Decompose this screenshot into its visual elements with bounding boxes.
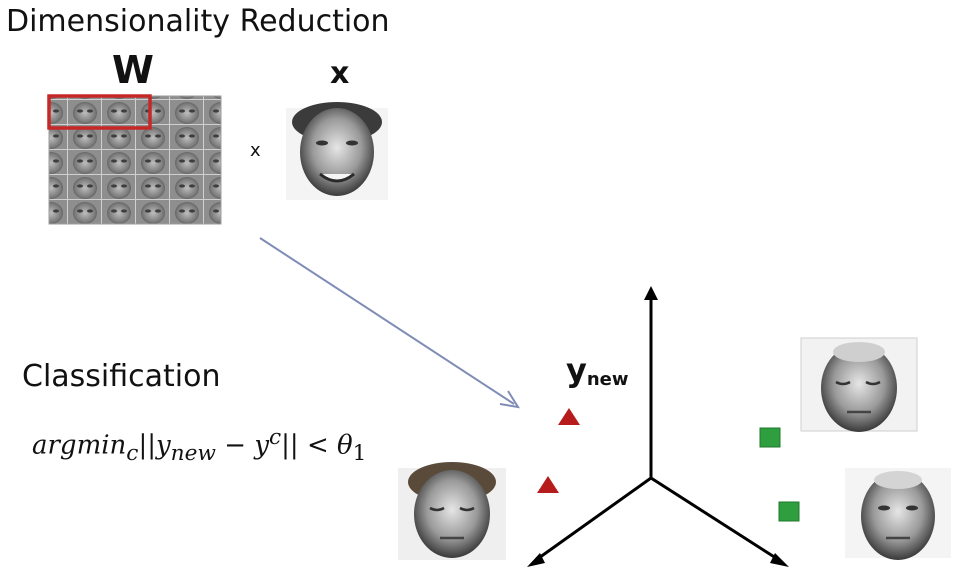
formula-norm-open: || — [138, 430, 156, 461]
highlight-box — [47, 94, 152, 130]
eigenfaces-grid-image — [47, 94, 222, 225]
title-classification: Classification — [22, 359, 221, 394]
formula-lt: < — [298, 430, 338, 461]
formula-yc: y — [254, 430, 270, 461]
formula-argmin-sub: c — [126, 440, 139, 466]
axis-left-arrowhead — [527, 553, 545, 567]
class-b-marker — [759, 427, 781, 448]
axis-vertical-arrowhead — [644, 286, 658, 300]
multiply-symbol: x — [250, 140, 261, 161]
formula-yc-sup: c — [269, 425, 282, 450]
formula-y: y — [155, 430, 171, 461]
y-new-main: y — [566, 351, 587, 389]
formula-theta: θ — [337, 430, 353, 461]
vector-x-label: x — [330, 56, 350, 91]
formula-norm-close: || — [281, 430, 299, 461]
class-b-face-image-top — [800, 337, 918, 432]
feature-space-axes — [527, 286, 789, 567]
classification-formula: argminc||ynew − yc|| < θ1 — [32, 418, 366, 474]
y-new-label: ynew — [566, 350, 629, 400]
class-a-marker — [558, 408, 580, 425]
axis-left — [535, 476, 652, 562]
class-b-face-image-bottom — [845, 468, 951, 560]
projected-face-image — [398, 462, 506, 560]
title-dimensionality-reduction: Dimensionality Reduction — [6, 4, 390, 39]
axis-right-arrowhead — [770, 553, 789, 567]
formula-argmin: argmin — [32, 430, 127, 461]
y-new-sub: new — [586, 369, 629, 390]
matrix-w-label: W — [112, 48, 154, 92]
input-face-image — [286, 102, 388, 200]
formula-theta-sub: 1 — [352, 440, 367, 466]
formula-minus: − — [215, 430, 255, 461]
axis-right — [650, 476, 780, 562]
formula-y-sub: new — [170, 440, 216, 466]
projection-arrow — [259, 237, 521, 409]
class-a-marker — [537, 476, 559, 493]
class-b-marker — [778, 501, 800, 522]
